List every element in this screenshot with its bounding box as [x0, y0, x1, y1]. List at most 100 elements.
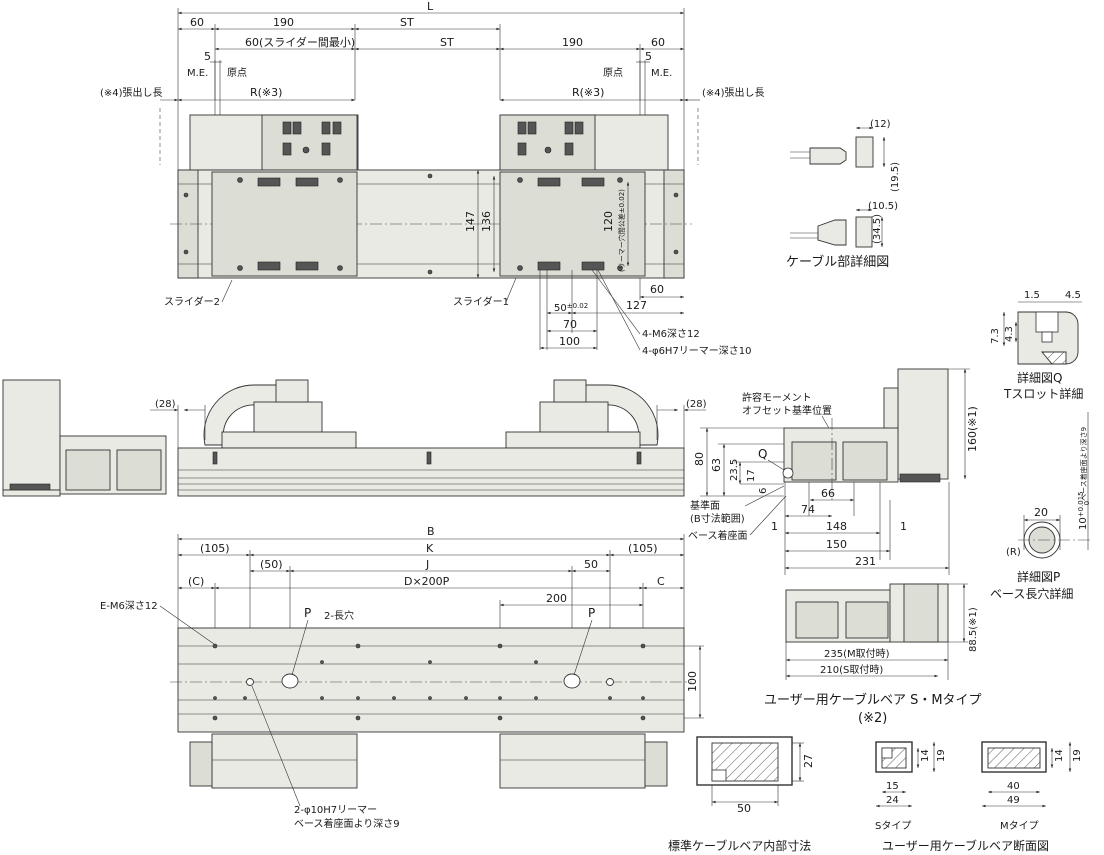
dim-120: 120: [602, 211, 615, 232]
dim-100-bottom: 100: [686, 671, 699, 692]
cable-dim-10-5: (10.5): [868, 201, 898, 212]
dim-200: 200: [546, 592, 567, 605]
detail-q-title: 詳細図Q: [1017, 370, 1062, 385]
phi10-note-1: 2-φ10H7リーマー: [294, 805, 377, 816]
std-dim-27: 27: [802, 754, 815, 768]
actuator-base-bottom: [177, 627, 685, 733]
dim-L: L: [427, 0, 434, 13]
p-dim-20: 20: [1034, 506, 1048, 519]
side-dim-74: 74: [801, 503, 815, 516]
front-view: (28) (28): [2, 379, 707, 497]
slider-2-label: スライダー2: [164, 295, 220, 308]
dim-60-min: 60(スライダー間最小): [245, 35, 355, 49]
moment-note-1: 許容モーメント: [742, 391, 812, 404]
r-left: R(※3): [250, 86, 282, 99]
q-dim-1-5: 1.5: [1024, 290, 1040, 301]
std-cable-bear: 27 50 標準ケーブルベア内部寸法: [668, 736, 815, 853]
dim-60-right: 60: [651, 36, 665, 49]
side-dim-17: 17: [746, 469, 757, 482]
side-dim-148: 148: [826, 520, 847, 533]
overhang-right: (※4)張出し長: [702, 86, 765, 99]
dim-50: 50±0.02: [554, 302, 588, 314]
cable-dim-19-5: (19.5): [890, 162, 901, 192]
s-dim-24: 24: [886, 795, 899, 806]
side-dim-160: 160(※1): [966, 406, 979, 452]
dim-190-right: 190: [562, 36, 583, 49]
r-right: R(※3): [572, 86, 604, 99]
phi10-note-2: ベース着座面より深さ9: [294, 817, 400, 830]
dim-C-left: (C): [188, 575, 204, 588]
s-dim-14: 14: [920, 749, 931, 762]
dim-100: 100: [559, 335, 580, 348]
detail-p: 20 (R) 10+0.0150ベース着座面より深さ9 詳細図P ベース長穴詳細: [990, 412, 1091, 601]
me-left: M.E.: [187, 68, 208, 79]
side-view: 許容モーメント オフセット基準位置 Q 80 63 23.5 17 6 66 7…: [688, 368, 979, 575]
bear-dim-235: 235(M取付時): [824, 647, 890, 660]
m-type-label: Mタイプ: [1000, 820, 1039, 832]
dim-st-top: ST: [400, 16, 414, 29]
bear-dim-210: 210(S取付時): [820, 663, 883, 676]
side-dim-23-5: 23.5: [729, 459, 740, 481]
p-marker-right: P: [588, 606, 595, 620]
overhang-left: (※4)張出し長: [100, 86, 163, 99]
dim-C-right: C: [657, 575, 665, 588]
side-dim-231: 231: [855, 555, 876, 568]
detail-p-subtitle: ベース長穴詳細: [990, 586, 1073, 601]
dim-D-pitch: D×200P: [404, 575, 450, 588]
side-dim-6: 6: [758, 488, 769, 494]
detail-q-subtitle: Tスロット詳細: [1003, 386, 1083, 401]
cable-detail: (12) (19.5) (10.5) (34.5) ケーブル部詳細図: [786, 119, 901, 270]
p-radius: (R): [1006, 547, 1021, 558]
front-dim-28-right: (28): [686, 399, 707, 410]
dim-st-mid: ST: [440, 36, 454, 49]
detail-q-marker: Q: [758, 447, 767, 461]
base-ref-range: (B寸法範囲): [690, 512, 745, 525]
m-dim-49: 49: [1007, 795, 1020, 806]
dim-136: 136: [480, 211, 493, 232]
top-view: L 60 190 ST 60(スライダー間最小) ST 190 60 5 M.E…: [100, 0, 765, 357]
cable-detail-title: ケーブル部詳細図: [786, 254, 889, 270]
std-dim-50: 50: [737, 802, 751, 815]
dim-190-left: 190: [273, 16, 294, 29]
front-dim-28-left: (28): [155, 399, 176, 410]
s-type-label: Sタイプ: [875, 820, 911, 832]
base-ref-note: 基準面: [690, 499, 720, 512]
slot-note: 2-長穴: [324, 609, 354, 622]
side-dim-63: 63: [710, 458, 723, 472]
base-mount-note: ベース着座面: [688, 529, 748, 542]
m6-tap-note: 4-M6深さ12: [642, 328, 700, 340]
slot-right: [563, 673, 581, 689]
dim-50-right: 50: [584, 558, 598, 571]
section-title: ユーザー用ケーブルベア断面図: [882, 838, 1049, 853]
m-dim-40: 40: [1007, 781, 1020, 792]
side-dim-1-right: 1: [900, 520, 907, 533]
me-right: M.E.: [651, 68, 672, 79]
slider-1: [499, 171, 646, 277]
side-dim-1-left: 1: [771, 520, 778, 533]
slider-1-label: スライダー1: [453, 295, 509, 308]
p-depth: 10+0.0150ベース着座面より深さ9: [1077, 427, 1091, 530]
origin-right: 原点: [603, 67, 623, 79]
m-dim-14: 14: [1054, 749, 1065, 762]
origin-left: 原点: [227, 67, 247, 79]
dim-70: 70: [563, 318, 577, 331]
side-dim-66: 66: [821, 487, 835, 500]
phi6-reamer-note: 4-φ6H7リーマー深さ10: [642, 345, 752, 357]
bear-dim-88-5: 88.5(※1): [968, 607, 979, 652]
q-dim-7-3: 7.3: [990, 328, 1001, 344]
s-dim-19: 19: [936, 749, 947, 762]
cable-dim-12: (12): [870, 119, 891, 130]
q-dim-4-5: 4.5: [1065, 290, 1081, 301]
side-dim-80: 80: [693, 452, 706, 466]
dim-K: K: [426, 542, 434, 555]
dim-J: J: [425, 558, 429, 571]
s-dim-15: 15: [886, 781, 899, 792]
moment-note-2: オフセット基準位置: [742, 404, 832, 417]
user-bear-note: (※2): [858, 711, 887, 726]
side-dim-150: 150: [826, 538, 847, 551]
dim-5-left: 5: [204, 50, 211, 63]
dim-147: 147: [464, 211, 477, 232]
slot-left: [281, 673, 299, 689]
bottom-view: B (105) K (105) (50) J 50 (C) D×200P C 2…: [100, 525, 704, 830]
